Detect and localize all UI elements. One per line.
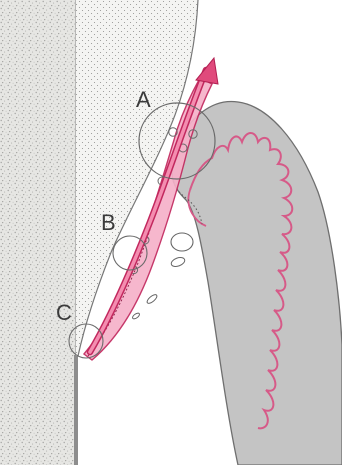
wall-lower-edge [74, 355, 78, 465]
zone-c-label: C [56, 300, 72, 325]
stippled-wall [0, 0, 76, 465]
zone-b-label: B [101, 210, 116, 235]
particle-blob [171, 233, 193, 251]
zone-a-label: A [136, 87, 151, 112]
